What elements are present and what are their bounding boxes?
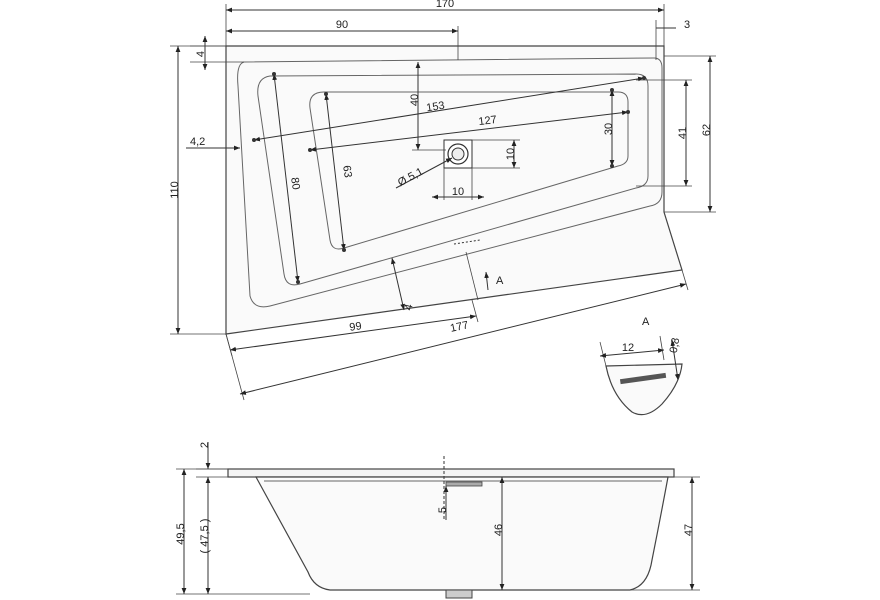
tub-rim-outline <box>237 57 663 308</box>
drain-inner <box>451 147 465 161</box>
detail-a-width: 12 <box>622 342 634 354</box>
dim-drain-x-from-left: 90 <box>336 19 348 31</box>
dim-inner-right-height: 41 <box>677 127 689 139</box>
dim-side-overflow: 5 <box>437 507 449 513</box>
detail-a-profile <box>605 363 683 416</box>
dim-side-inner-depth: 46 <box>493 524 505 536</box>
dim-right-height: 62 <box>701 124 713 136</box>
side-rim <box>227 468 675 478</box>
dim-inner-height-mid: 63 <box>340 165 354 179</box>
side-overflow <box>445 481 483 487</box>
dim-overall-width: 170 <box>436 0 454 10</box>
dim-front-long: 177 <box>449 319 469 335</box>
dim-inner-height-left: 80 <box>288 177 302 191</box>
top-view: 170 90 3 4 110 4,2 62 41 <box>169 0 716 401</box>
side-basin <box>254 476 669 591</box>
section-marker-a: A <box>496 275 504 287</box>
dim-top-margin: 4 <box>195 51 207 57</box>
detail-a-thickness: 0,8 <box>668 337 682 354</box>
dim-drain-box-width: 10 <box>452 186 464 198</box>
detail-a-label: A <box>642 316 650 328</box>
dim-side-rim: 2 <box>199 442 211 448</box>
dim-drain-y-from-top: 40 <box>409 94 421 106</box>
dim-left-margin: 4,2 <box>190 136 205 148</box>
dim-inner-length: 127 <box>478 114 498 128</box>
dim-side-total-height: 49,5 <box>175 523 187 544</box>
detail-a: 12 0,8 A <box>599 316 683 416</box>
side-drain <box>445 589 473 599</box>
dim-overall-height: 110 <box>169 181 181 199</box>
detail-a-slot <box>619 372 667 385</box>
dim-side-bath-height: ( 47,5 ) <box>199 519 211 554</box>
dim-drain-box-height: 10 <box>505 148 517 160</box>
dim-side-outer-depth: 47 <box>683 524 695 536</box>
dim-right-margin: 3 <box>684 19 690 31</box>
side-view: 2 49,5 ( 47,5 ) 5 46 47 <box>175 442 700 599</box>
dim-front-short: 99 <box>349 320 363 334</box>
dim-recess-height: 30 <box>603 123 615 135</box>
